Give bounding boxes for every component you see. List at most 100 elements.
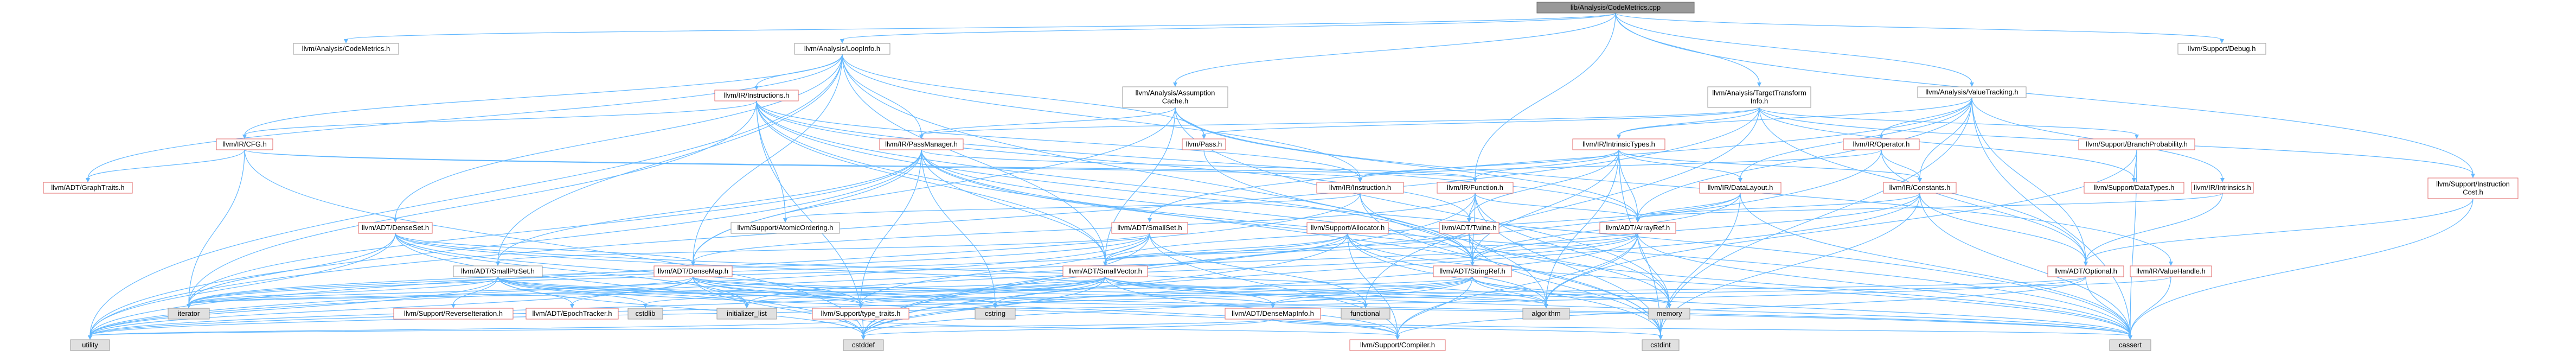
nodes-layer: lib/Analysis/CodeMetrics.cpp llvm/Analysi… — [43, 2, 2519, 351]
edge-smallvector-to-iterator — [188, 276, 1106, 305]
node-box — [168, 308, 210, 320]
edge-smallvector-to-utility — [89, 276, 1106, 336]
node-box — [2427, 177, 2519, 199]
node-box — [1111, 222, 1188, 234]
node-valuetracking[interactable]: llvm/Analysis/ValueTracking.h — [1917, 86, 2027, 98]
edge-arrowhead — [2220, 39, 2224, 43]
node-label: llvm/IR/Operator.h — [1853, 140, 1910, 148]
node-optional[interactable]: llvm/ADT/Optional.h — [2047, 265, 2124, 277]
node-arrayref[interactable]: llvm/ADT/ArrayRef.h — [1599, 222, 1676, 234]
edge-arrayref-to-cstddef — [863, 233, 1638, 336]
node-branchprob[interactable]: llvm/Support/BranchProbability.h — [2078, 138, 2195, 150]
node-graphtraits[interactable]: llvm/ADT/GraphTraits.h — [43, 182, 133, 194]
node-codemetrics[interactable]: llvm/Analysis/CodeMetrics.h — [293, 43, 399, 55]
edge-arrowhead — [88, 335, 92, 340]
node-epoch[interactable]: llvm/ADT/EpochTracker.h — [526, 308, 619, 320]
node-cstddef[interactable]: cstddef — [843, 339, 884, 351]
edge-arrowhead — [1970, 82, 1974, 87]
edge-cfg-to-iterator — [188, 149, 245, 305]
edge-cfg-to-function — [244, 149, 1476, 179]
edge-smallptrset-to-utility — [89, 276, 498, 336]
node-label: llvm/Support/Compiler.h — [1360, 341, 1435, 349]
node-passmanager[interactable]: llvm/IR/PassManager.h — [879, 138, 964, 150]
node-label: llvm/IR/IntrinsicTypes.h — [1582, 140, 1655, 148]
node-label: memory — [1657, 309, 1682, 317]
node-inttypes[interactable]: llvm/IR/IntrinsicTypes.h — [1572, 138, 1665, 150]
node-smallptrset[interactable]: llvm/ADT/SmallPtrSet.h — [453, 265, 543, 277]
edge-densemap-to-typetraits — [693, 276, 861, 305]
node-datalayout[interactable]: llvm/IR/DataLayout.h — [1699, 182, 1782, 194]
node-instruction[interactable]: llvm/IR/Instruction.h — [1316, 182, 1404, 194]
edge-instruction-to-atomicordering — [785, 193, 1361, 219]
node-revit[interactable]: llvm/Support/ReverseIteration.h — [393, 308, 514, 320]
edge-stringref-to-cassert — [1472, 276, 2131, 336]
edge-instructions-to-instruction — [756, 100, 1361, 179]
node-box — [1225, 308, 1321, 320]
node-cstdlib[interactable]: cstdlib — [627, 308, 663, 320]
node-loopinfo[interactable]: llvm/Analysis/LoopInfo.h — [794, 43, 890, 55]
edge-arrayref-to-iterator — [188, 233, 1638, 305]
node-function[interactable]: llvm/IR/Function.h — [1437, 182, 1514, 194]
node-box — [975, 308, 1016, 320]
node-datatypes[interactable]: llvm/Support/DataTypes.h — [2084, 182, 2184, 194]
node-stringref[interactable]: llvm/ADT/StringRef.h — [1433, 265, 1512, 277]
node-label: llvm/Support/DataTypes.h — [2094, 183, 2175, 192]
edge-smallptrset-to-compiler — [497, 276, 1398, 336]
node-cstdint[interactable]: cstdint — [1642, 339, 1680, 351]
node-operator[interactable]: llvm/IR/Operator.h — [1843, 138, 1920, 150]
node-allocator[interactable]: llvm/Support/Allocator.h — [1306, 222, 1389, 234]
node-cassert[interactable]: cassert — [2109, 339, 2151, 351]
edge-twine-to-cassert — [1469, 233, 2131, 336]
edge-optional-to-cassert — [2085, 276, 2131, 336]
node-algorithm[interactable]: algorithm — [1522, 308, 1570, 320]
node-cfg[interactable]: llvm/IR/CFG.h — [216, 138, 273, 150]
node-pass[interactable]: llvm/Pass.h — [1182, 138, 1226, 150]
edge-arrowhead — [86, 178, 90, 182]
node-box — [627, 308, 663, 320]
node-box — [2047, 265, 2124, 277]
edge-datalayout-to-cassert — [1740, 193, 2131, 336]
node-denseset[interactable]: llvm/ADT/DenseSet.h — [358, 222, 433, 234]
edge-constants-to-cassert — [1919, 193, 2131, 336]
edge-smallptrset-to-revit — [453, 276, 498, 305]
edge-cfg-to-instruction — [244, 149, 1361, 179]
edge-loopinfo-to-smallptrset — [497, 54, 843, 263]
node-label: Info.h — [1751, 97, 1768, 105]
edge-passmanager-to-function — [921, 149, 1476, 179]
edge-smallset-to-smallptrset — [497, 233, 1150, 263]
node-smallset[interactable]: llvm/ADT/SmallSet.h — [1111, 222, 1188, 234]
edge-assumption-to-smallvector — [1105, 107, 1176, 263]
node-atomicordering[interactable]: llvm/Support/AtomicOrdering.h — [730, 222, 840, 234]
node-label: functional — [1350, 309, 1381, 317]
node-typetraits[interactable]: llvm/Support/type_traits.h — [812, 308, 909, 320]
edges-layer — [86, 12, 2475, 340]
node-densemapinfo[interactable]: llvm/ADT/DenseMapInfo.h — [1225, 308, 1321, 320]
node-label: llvm/IR/Instructions.h — [724, 91, 790, 99]
node-root[interactable]: lib/Analysis/CodeMetrics.cpp — [1536, 2, 1695, 14]
node-cstring[interactable]: cstring — [975, 308, 1016, 320]
node-valuehandle[interactable]: llvm/IR/ValueHandle.h — [2130, 265, 2212, 277]
edge-inttypes-to-algorithm — [1546, 149, 1619, 305]
node-utility[interactable]: utility — [70, 339, 110, 351]
edge-root-to-tti — [1615, 12, 1760, 84]
node-compiler[interactable]: llvm/Support/Compiler.h — [1349, 339, 1446, 351]
node-memory[interactable]: memory — [1648, 308, 1690, 320]
node-densemap[interactable]: llvm/ADT/DenseMap.h — [653, 265, 733, 277]
node-iterator[interactable]: iterator — [168, 308, 210, 320]
edge-arrowhead — [1202, 135, 1206, 139]
node-twine[interactable]: llvm/ADT/Twine.h — [1439, 222, 1500, 234]
node-constants[interactable]: llvm/IR/Constants.h — [1883, 182, 1957, 194]
node-initlist[interactable]: initializer_list — [716, 308, 777, 320]
node-debug[interactable]: llvm/Support/Debug.h — [2177, 43, 2266, 55]
node-smallvector[interactable]: llvm/ADT/SmallVector.h — [1062, 265, 1148, 277]
node-instructions[interactable]: llvm/IR/Instructions.h — [714, 90, 799, 101]
node-functional[interactable]: functional — [1341, 308, 1390, 320]
node-intrinsics[interactable]: llvm/IR/Intrinsics.h — [2191, 182, 2254, 194]
edge-arrowhead — [1757, 82, 1761, 87]
edge-loopinfo-to-smallvector — [842, 54, 1106, 263]
node-label: llvm/Support/ReverseIteration.h — [404, 309, 503, 317]
edge-arrowhead — [393, 218, 398, 223]
